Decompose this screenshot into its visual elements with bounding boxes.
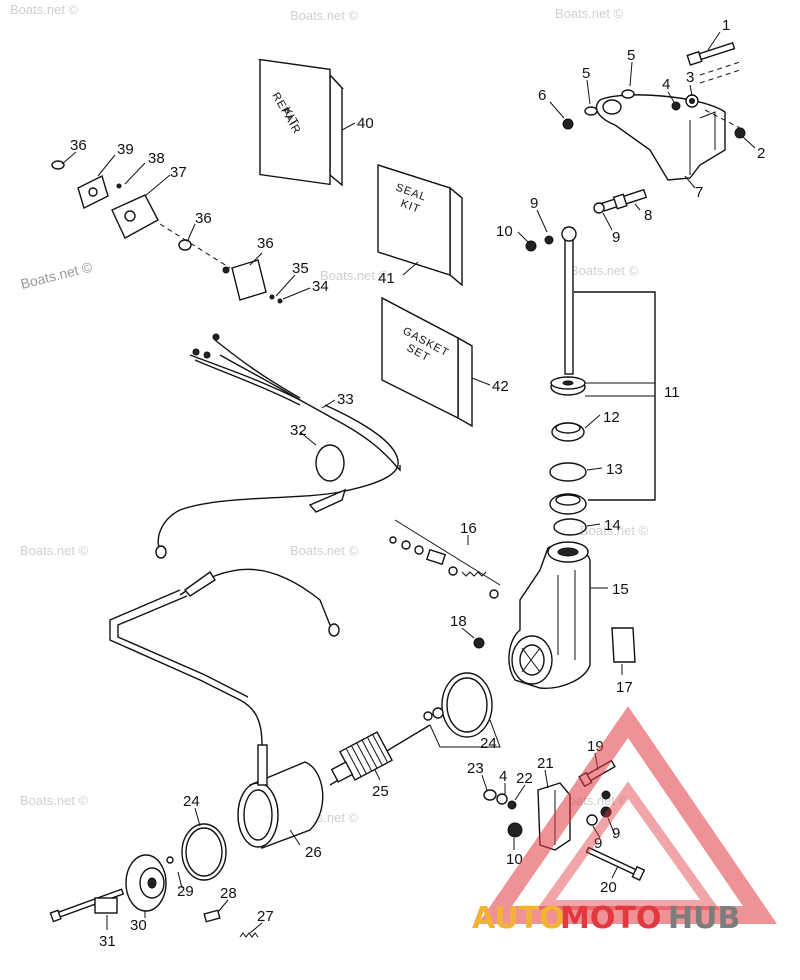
callout: 24	[183, 793, 200, 810]
watermark: Boats.net ©	[555, 6, 624, 21]
leader-lines	[61, 31, 756, 934]
callout: 10	[496, 223, 513, 240]
watermark-layer: Boats.net © Boats.net © Boats.net © Boat…	[10, 2, 649, 825]
watermark: Boats.net ©	[570, 263, 639, 278]
callout: 9	[530, 195, 538, 212]
callout: 28	[220, 885, 237, 902]
callout: 31	[99, 933, 116, 950]
end-gasket-inner	[185, 827, 223, 877]
watermark: Boats.net ©	[290, 543, 359, 558]
callout: 1	[722, 17, 730, 34]
callout: 27	[257, 908, 274, 925]
callout: 9	[612, 229, 620, 246]
callout: 10	[506, 851, 523, 868]
callout: 6	[538, 87, 546, 104]
callout: 5	[582, 65, 590, 82]
callout: 24	[480, 735, 497, 752]
pump-housing	[473, 541, 591, 689]
tag	[94, 897, 118, 914]
callout: 8	[644, 207, 652, 224]
decal	[611, 627, 636, 663]
watermark: Boats.net ©	[320, 268, 389, 283]
callout: 23	[467, 760, 484, 777]
callout: 35	[292, 260, 309, 277]
seal-kit-box: SEAL KIT	[377, 164, 463, 287]
callout: 11	[664, 384, 680, 401]
callout: 37	[170, 164, 187, 181]
callout: 29	[177, 883, 194, 900]
callout: 7	[695, 184, 703, 201]
callout: 32	[290, 422, 307, 439]
callout: 13	[606, 461, 623, 478]
repair-kit-box: REPAIR KIT	[257, 58, 345, 187]
callout: 30	[130, 917, 147, 934]
callout: 38	[148, 150, 165, 167]
callout: 17	[616, 679, 633, 696]
callout: 42	[492, 378, 509, 395]
callout: 41	[378, 270, 395, 287]
callout: 3	[686, 69, 694, 86]
watermark: Boats.net ©	[580, 523, 649, 538]
callout: 34	[312, 278, 329, 295]
end-cap	[125, 854, 174, 912]
watermark: Boats.net ©	[20, 793, 89, 808]
logo-text-moto: MOTO	[560, 901, 661, 936]
callout: 36	[195, 210, 212, 227]
callout: 22	[516, 770, 533, 787]
callout: 36	[257, 235, 274, 252]
piston-rod-assembly	[525, 226, 656, 536]
callout: 9	[612, 825, 620, 842]
brush	[203, 909, 221, 923]
callout: 2	[757, 145, 765, 162]
through-bolt	[49, 888, 125, 923]
callout: 14	[604, 517, 621, 534]
logo-text-auto: AUTO	[472, 901, 565, 936]
valve-assembly	[389, 519, 501, 599]
callout: 25	[372, 783, 389, 800]
callout: 16	[460, 520, 477, 537]
watermark: Boats.net ©	[290, 8, 359, 23]
gasket-set-box: GASKET SET	[381, 296, 473, 428]
watermark: Boats.net ©	[10, 2, 79, 17]
callout: 33	[337, 391, 354, 408]
callout: 9	[594, 835, 602, 852]
callout: 4	[499, 768, 507, 785]
mounting-bracket-assembly	[562, 41, 746, 214]
switch-cluster	[51, 160, 283, 304]
automotohub-logo: AUTO MOTO HUB	[472, 706, 778, 936]
callout: 5	[627, 47, 635, 64]
callout: 12	[603, 409, 620, 426]
callout: 21	[537, 755, 554, 772]
logo-text-hub: HUB	[668, 901, 740, 936]
callout: 40	[357, 115, 374, 132]
callout: 15	[612, 581, 629, 598]
brush-spring	[239, 932, 259, 938]
callout: 26	[305, 844, 322, 861]
callout: 39	[117, 141, 134, 158]
callout: 36	[70, 137, 87, 154]
armature	[329, 724, 431, 786]
end-gasket	[181, 823, 227, 881]
motor-frame	[237, 744, 324, 849]
watermark: Boats.net ©	[20, 543, 89, 558]
wiring-harness	[109, 333, 401, 746]
callout: 18	[450, 613, 467, 630]
callout: 20	[600, 879, 617, 896]
watermark: Boats.net ©	[19, 258, 95, 291]
o-ring-gasket	[423, 672, 501, 748]
callout-labels: 1 2 3 4 5 5 6 7 8 9 9 10 11 12 13 14 15 …	[70, 17, 765, 950]
callout: 4	[662, 76, 670, 93]
